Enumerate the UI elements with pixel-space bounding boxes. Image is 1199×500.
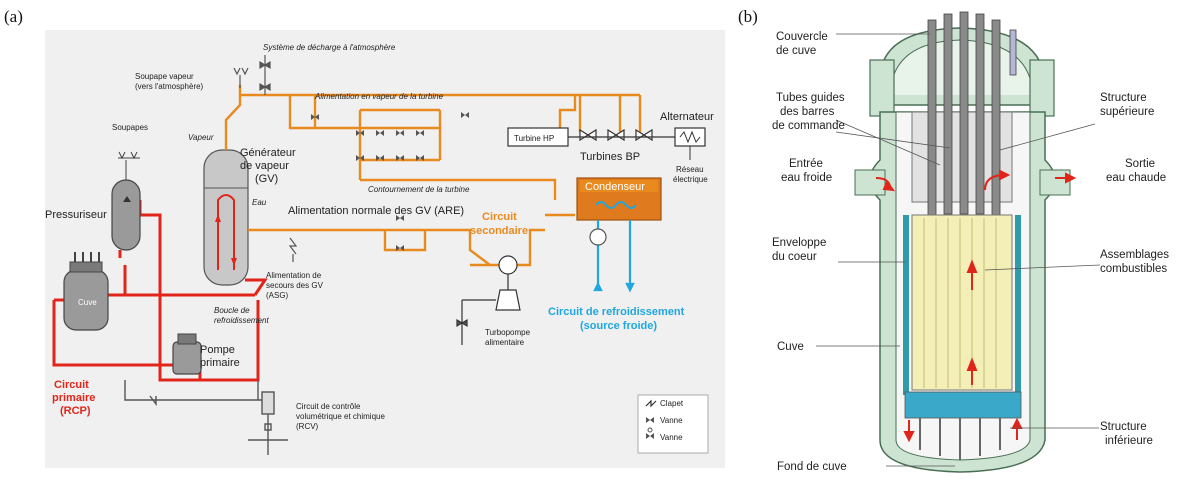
refroid-label-2: (source froide) [580, 320, 657, 332]
cuve-vessel [63, 252, 109, 331]
soupape-vapeur-label-1: Soupape vapeur [135, 72, 194, 81]
enveloppe-label-1: Enveloppe [772, 237, 826, 249]
tubes-label-2: des barres [780, 106, 835, 118]
pompe-label-1: Pompe [200, 344, 235, 356]
reseau-label-1: Réseau [676, 165, 704, 174]
secondary-circuit-pipes [224, 85, 642, 267]
turbines-bp [568, 128, 675, 142]
turbines-bp-label: Turbines BP [580, 151, 640, 163]
structure-inferieure [904, 391, 1022, 419]
condenseur [576, 177, 662, 221]
soupape-vapeur-label-2: (vers l'atmosphère) [135, 82, 204, 91]
boucle-label-2: refroidissement [214, 316, 269, 325]
vanne-icon [646, 417, 654, 423]
decharge-label: Système de décharge à l'atmosphère [263, 43, 396, 52]
rcv-label-2: volumétrique et chimique [296, 412, 385, 421]
asg-label-2: secours des GV [266, 281, 324, 290]
circuit-primaire-label-1: Circuit [54, 379, 89, 391]
lower-pins [919, 418, 1001, 460]
alternateur-label: Alternateur [660, 111, 714, 123]
panel-b-reactor [854, 11, 1077, 473]
entree-label-2: eau froide [781, 172, 832, 184]
alternateur [674, 127, 706, 160]
panel-a-label: (a) [4, 7, 23, 26]
circuit-primaire-label-3: (RCP) [60, 405, 91, 417]
legend-vanne-1: Vanne [660, 416, 683, 425]
tubes-label-3: de commande [772, 120, 845, 132]
struct-sup-label-2: supérieure [1100, 106, 1154, 118]
assemblages-combustibles [911, 214, 1013, 391]
guide-tubes [927, 11, 1017, 216]
sortie-label-2: eau chaude [1106, 172, 1166, 184]
asg-label-1: Alimentation de [266, 271, 322, 280]
tubes-label-1: Tubes guides [776, 92, 845, 104]
legend-clapet: Clapet [660, 399, 684, 408]
pressuriseur-label: Pressuriseur [45, 209, 107, 221]
panel-a-diagram: Soupapes Cuve Pompe primaire Circuit pri… [45, 30, 725, 468]
turbopompe [456, 255, 521, 345]
rcv-circuit [124, 380, 288, 455]
struct-inf-label-1: Structure [1100, 421, 1147, 433]
cuve-label: Cuve [78, 298, 97, 307]
assemblages-label-1: Assemblages [1100, 249, 1169, 261]
assemblages-label-2: combustibles [1100, 263, 1167, 275]
struct-sup-label-1: Structure [1100, 92, 1147, 104]
legend-vanne-2: Vanne [660, 433, 683, 442]
reseau-label-2: électrique [673, 175, 708, 184]
gv-label-2: de vapeur [240, 160, 289, 172]
enveloppe-label-2: du coeur [772, 251, 817, 263]
eau-label: Eau [252, 198, 267, 207]
legend [637, 394, 709, 454]
vapeur-label: Vapeur [188, 133, 214, 142]
generateur-vapeur [203, 149, 249, 286]
rcv-label-3: (RCV) [296, 422, 319, 431]
circuit-sec-label-2: secondaire [470, 225, 528, 237]
decharge-valves [233, 55, 271, 95]
circuit-primaire-label-2: primaire [52, 392, 95, 404]
couvercle-label-2: de cuve [776, 45, 816, 57]
fond-label: Fond de cuve [777, 461, 847, 473]
cooling-circuit [589, 220, 635, 293]
asg-label-3: (ASG) [266, 291, 289, 300]
turbine-hp-label: Turbine HP [514, 134, 554, 143]
soupapes-label: Soupapes [112, 123, 148, 132]
steam-valves [311, 112, 469, 251]
pressuriseur [111, 179, 141, 251]
soupapes-valves [118, 151, 140, 180]
leader-lines [816, 33, 1101, 467]
pompe-primaire [172, 333, 202, 375]
enveloppe-coeur [903, 215, 909, 395]
cuve-b-label: Cuve [777, 341, 804, 353]
contournement-label: Contournement de la turbine [368, 185, 470, 194]
gv-label-3: (GV) [255, 173, 278, 185]
turbopompe-label-2: alimentaire [485, 338, 525, 347]
entree-label-1: Entrée [789, 158, 823, 170]
are-label: Alimentation normale des GV (ARE) [288, 205, 464, 217]
sortie-label-1: Sortie [1125, 158, 1155, 170]
boucle-label-1: Boucle de [214, 306, 250, 315]
panel-b-label: (b) [738, 7, 758, 26]
gv-label-1: Générateur [240, 147, 296, 159]
rcv-label-1: Circuit de contrôle [296, 402, 361, 411]
vanne-motorisee-icon [646, 433, 654, 439]
couvercle-label-1: Couvercle [776, 31, 828, 43]
alim-vapeur-label: Alimentation en vapeur de la turbine [314, 92, 444, 101]
condenseur-label: Condenseur [585, 181, 645, 193]
clapet-icon [645, 399, 657, 408]
turbopompe-label-1: Turbopompe [485, 328, 531, 337]
refroid-label-1: Circuit de refroidissement [548, 306, 685, 318]
flow-arrows [875, 169, 1077, 443]
struct-inf-label-2: inférieure [1105, 435, 1153, 447]
pompe-label-2: primaire [200, 357, 240, 369]
asg-line [288, 237, 298, 262]
circuit-sec-label-1: Circuit [482, 211, 517, 223]
